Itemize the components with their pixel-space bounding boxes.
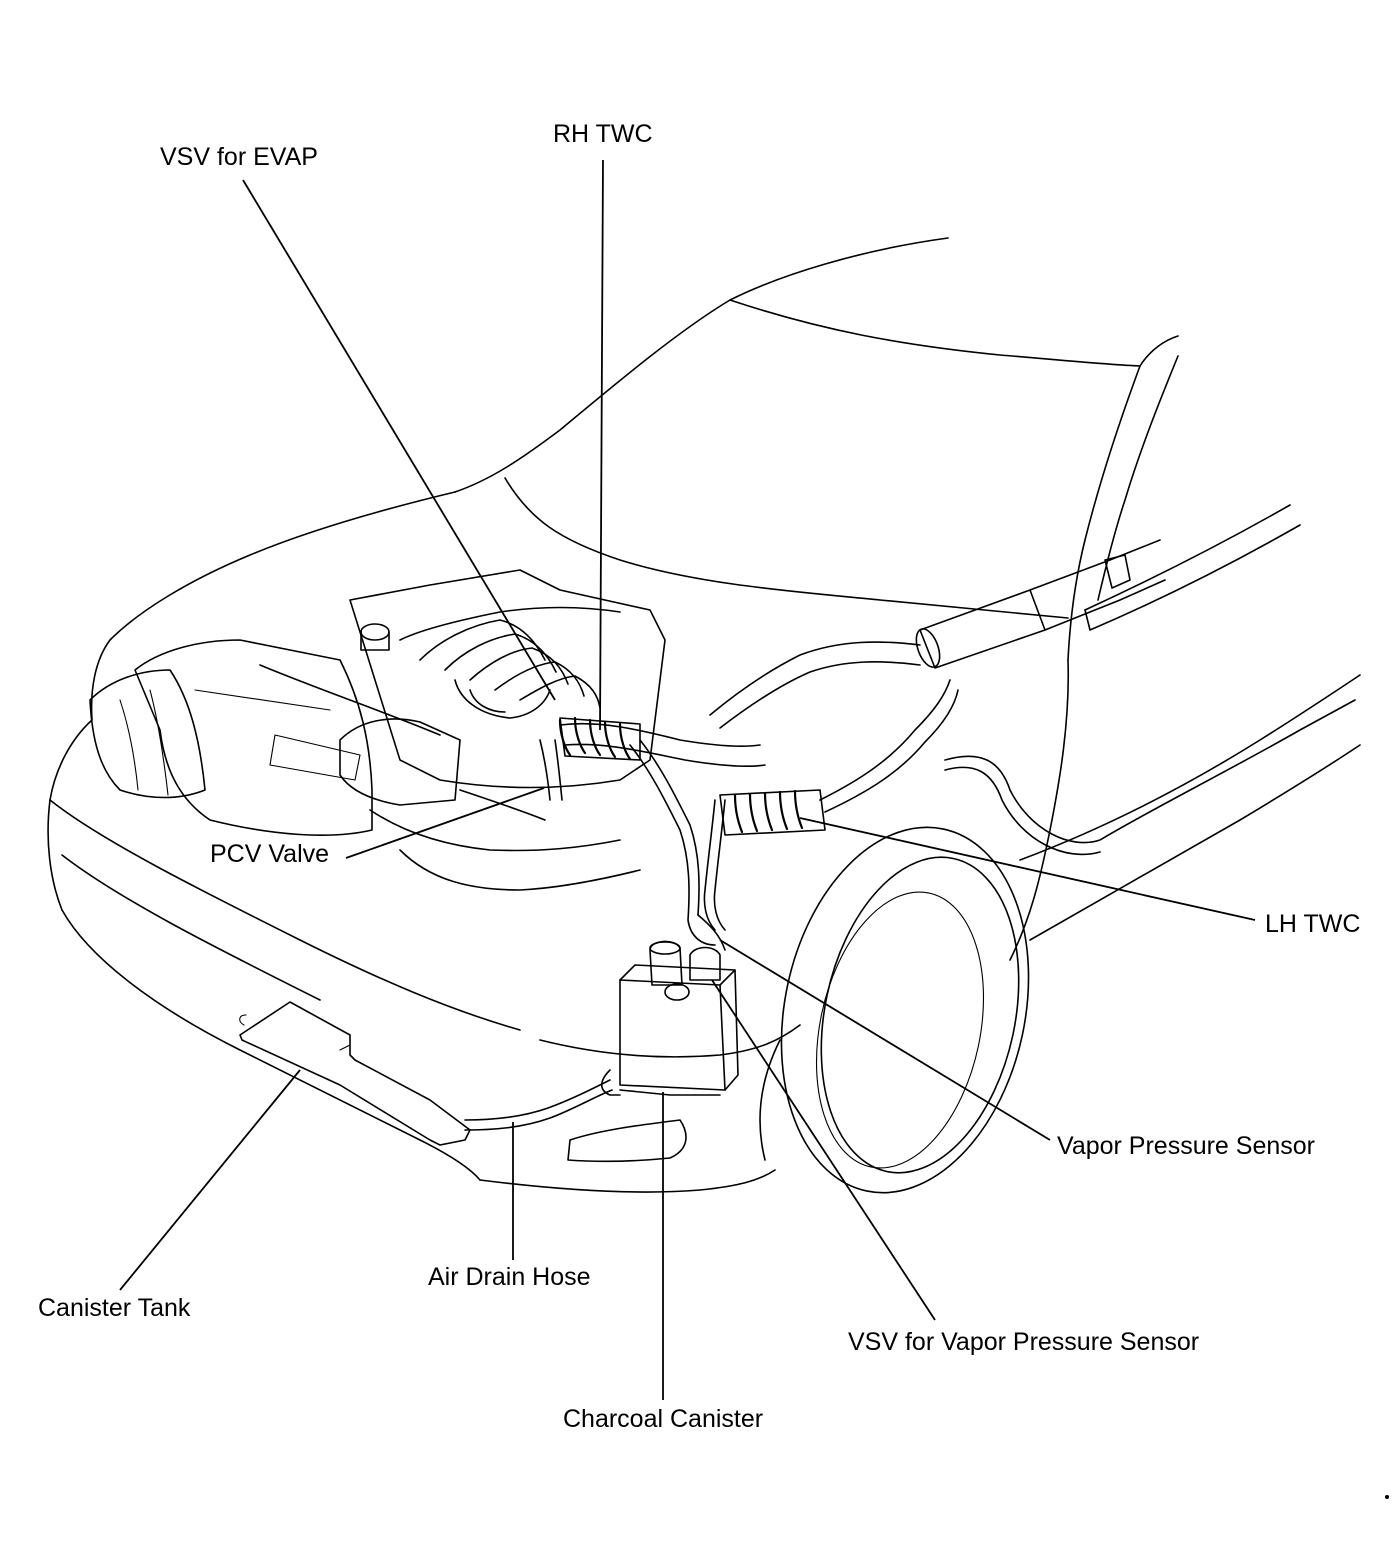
leader-canister-tank [119,1069,301,1291]
leader-pcv-valve [345,787,545,859]
leader-lines [119,159,1256,1400]
label-air-drain-hose: Air Drain Hose [428,1263,591,1291]
label-pcv-valve: PCV Valve [210,840,330,868]
air-drain-hose [464,1079,613,1131]
rh-twc-converter [558,716,641,761]
charcoal-canister [600,940,739,1096]
exhaust-system [558,539,1356,856]
leader-vapor-pressure-sensor [719,939,1051,1141]
corner-mark [1385,1495,1389,1499]
label-canister-tank: Canister Tank [38,1294,191,1322]
vapor-lines [629,739,726,951]
car-body [47,237,1361,1193]
leader-vsv-vapor-pressure-sensor [711,979,936,1321]
label-rh-twc: RH TWC [553,120,653,148]
lh-twc-converter [719,789,826,836]
label-lh-twc: LH TWC [1265,910,1361,938]
leader-vsv-evap [242,179,556,701]
label-vsv-for-evap: VSV for EVAP [160,143,318,171]
label-charcoal-canister: Charcoal Canister [563,1405,764,1433]
leader-lh-twc [799,817,1256,921]
leader-rh-twc [599,159,604,731]
label-vsv-for-vapor-pressure-sensor: VSV for Vapor Pressure Sensor [848,1328,1200,1356]
label-vapor-pressure-sensor: Vapor Pressure Sensor [1057,1132,1315,1160]
front-wheel [759,826,1030,1194]
canister-tank [239,1001,471,1146]
